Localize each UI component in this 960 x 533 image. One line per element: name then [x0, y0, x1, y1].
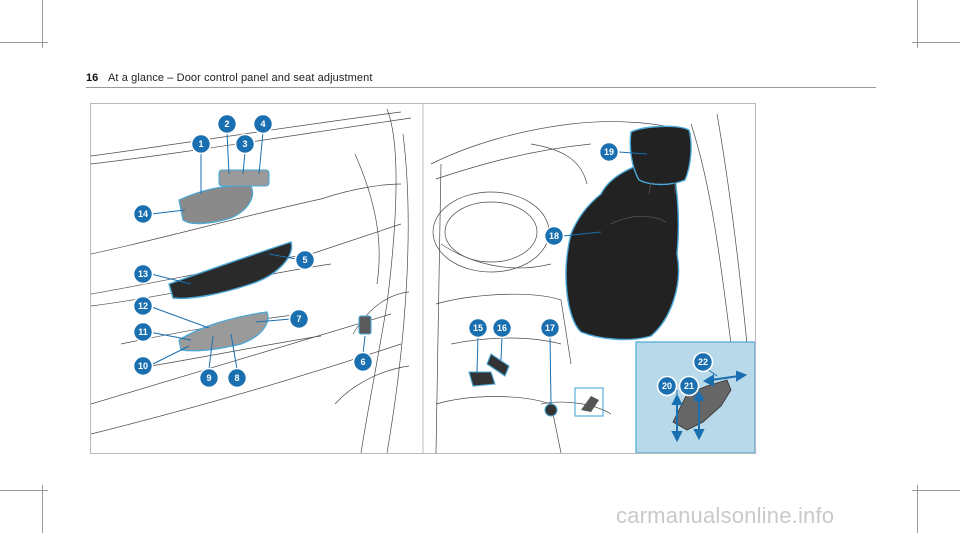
callout-number: 13 — [138, 269, 148, 279]
callout-4: 4 — [252, 113, 274, 135]
page-header: 16 At a glance – Door control panel and … — [86, 70, 876, 90]
page-title: At a glance – Door control panel and sea… — [108, 72, 373, 84]
callout-16: 16 — [491, 317, 513, 339]
crop-mark — [917, 0, 918, 48]
seat-knob — [544, 403, 558, 417]
callout-19: 19 — [598, 141, 620, 163]
callout-number: 6 — [360, 357, 365, 367]
callout-number: 20 — [662, 381, 672, 391]
crop-mark — [0, 42, 48, 43]
callout-22: 22 — [692, 351, 714, 373]
pedal — [486, 353, 510, 377]
callout-9: 9 — [198, 367, 220, 389]
callout-21: 21 — [678, 375, 700, 397]
cabin-illustration — [430, 113, 748, 453]
callout-11: 11 — [132, 321, 154, 343]
watermark: carmanualsonline.info — [616, 503, 835, 528]
crop-mark — [0, 490, 48, 491]
callout-number: 3 — [242, 139, 247, 149]
illustration-svg: 1 2 3 4 5 6 7 8 9 10 11 12 13 14 15 16 1… — [91, 104, 755, 453]
crop-mark — [912, 42, 960, 43]
callout-number: 7 — [296, 314, 301, 324]
head-restraint — [629, 125, 692, 186]
header-rule — [86, 87, 876, 88]
crop-mark — [912, 490, 960, 491]
callout-number: 18 — [549, 231, 559, 241]
callout-number: 17 — [545, 323, 555, 333]
callout-12: 12 — [132, 295, 154, 317]
pedal — [468, 371, 496, 387]
callout-15: 15 — [467, 317, 489, 339]
callout-18: 18 — [543, 225, 565, 247]
callout-number: 15 — [473, 323, 483, 333]
crop-mark — [42, 0, 43, 48]
callout-5: 5 — [294, 249, 316, 271]
callout-number: 2 — [224, 119, 229, 129]
callout-3: 3 — [234, 133, 256, 155]
leader-lines — [148, 131, 718, 405]
door-lock-button — [358, 315, 372, 335]
callout-number: 19 — [604, 147, 614, 157]
callout-1: 1 — [190, 133, 212, 155]
callout-17: 17 — [539, 317, 561, 339]
page-number: 16 — [86, 72, 99, 84]
callout-number: 10 — [138, 361, 148, 371]
callout-number: 14 — [138, 209, 148, 219]
callout-number: 21 — [684, 381, 694, 391]
callout-6: 6 — [352, 351, 374, 373]
callout-number: 4 — [260, 119, 265, 129]
crop-mark — [42, 485, 43, 533]
callout-20: 20 — [656, 375, 678, 397]
callout-number: 11 — [138, 327, 148, 337]
crop-mark — [917, 485, 918, 533]
callout-10: 10 — [132, 355, 154, 377]
callout-number: 1 — [198, 139, 203, 149]
door-handle-armrest — [168, 241, 293, 300]
callout-number: 9 — [206, 373, 211, 383]
illustration-figure: 1 2 3 4 5 6 7 8 9 10 11 12 13 14 15 16 1… — [90, 103, 756, 454]
callout-7: 7 — [288, 308, 310, 330]
callout-number: 8 — [234, 373, 239, 383]
callout-2: 2 — [216, 113, 238, 135]
callout-number: 12 — [138, 301, 148, 311]
window-switch-panel — [178, 311, 269, 352]
callout-13: 13 — [132, 263, 154, 285]
callout-8: 8 — [226, 367, 248, 389]
seat-memory-panel — [178, 185, 254, 225]
callout-number: 5 — [302, 255, 307, 265]
memory-buttons — [218, 169, 270, 187]
callout-14: 14 — [132, 203, 154, 225]
seat-switch-small — [574, 387, 604, 417]
callout-number: 16 — [497, 323, 507, 333]
callout-number: 22 — [698, 357, 708, 367]
